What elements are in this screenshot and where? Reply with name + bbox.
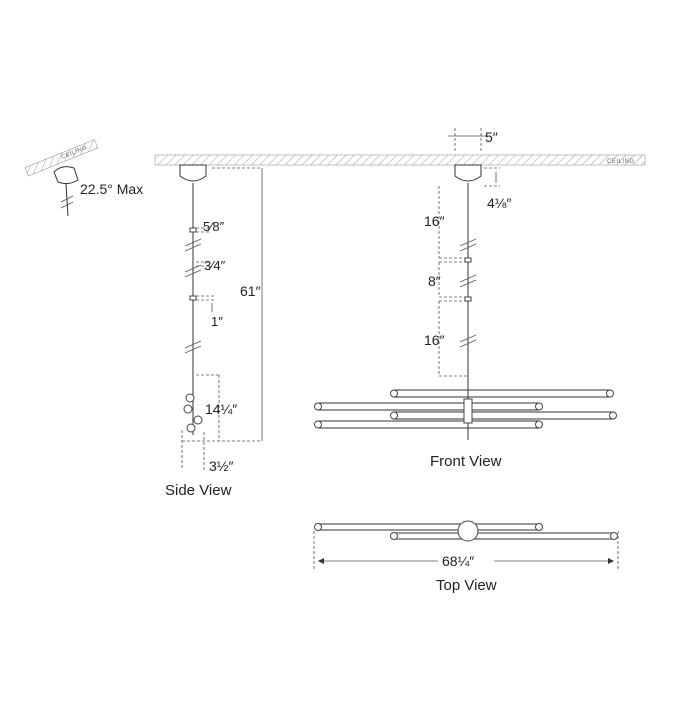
- front-bar-end: [606, 389, 614, 398]
- front-dim-rod-top: 16″: [424, 213, 445, 229]
- tilt-rod: [65, 183, 69, 217]
- side-canopy: [179, 164, 207, 182]
- front-coupler: [464, 296, 472, 302]
- side-break-mark: [184, 269, 202, 278]
- top-dim-arrow: [318, 558, 324, 564]
- front-break-mark: [459, 334, 477, 343]
- front-break-mark: [459, 243, 477, 252]
- side-dim-gap-c: 1″: [211, 314, 223, 329]
- front-dim-rod-bottom: 16″: [424, 332, 445, 348]
- front-coupler: [464, 257, 472, 263]
- ceiling-hatch: [154, 154, 646, 166]
- side-view-title: Side View: [165, 482, 232, 499]
- front-break-mark: [459, 238, 477, 247]
- front-break-mark: [459, 279, 477, 288]
- side-coupler: [189, 227, 197, 233]
- front-dim-canopy-diameter: 5″: [485, 129, 498, 145]
- top-bar-end: [610, 532, 618, 540]
- side-break-mark: [184, 345, 202, 354]
- top-canopy: [457, 520, 479, 542]
- front-canopy: [454, 164, 482, 182]
- side-dim-gap-b: 3⁄4″: [204, 258, 226, 273]
- side-view: 5⁄8″ 3⁄4″ 1″ 14¼″ 3½″ 61″ Side View: [165, 164, 263, 499]
- front-bar-end: [390, 411, 398, 420]
- side-dim-fixture-height: 14¼″: [205, 401, 237, 417]
- top-dim-overall-width: 68¼″: [442, 553, 474, 569]
- tilt-break-mark-b: [60, 201, 74, 209]
- top-bar-end: [390, 532, 398, 540]
- side-bar-end: [183, 404, 193, 414]
- side-break-mark: [184, 238, 202, 247]
- front-view: 5″ 4⅛″ 16″ 8″ 16″: [314, 128, 617, 470]
- front-bar-end: [535, 420, 543, 429]
- side-coupler: [189, 295, 197, 301]
- side-bar-end: [193, 415, 203, 425]
- ceiling-label: CEILING: [607, 159, 635, 165]
- side-bar-end: [186, 423, 196, 433]
- tilt-break-mark-a: [60, 195, 74, 203]
- front-break-mark: [459, 274, 477, 283]
- top-bar-end: [535, 523, 543, 531]
- side-dim-fixture-depth: 3½″: [209, 458, 233, 474]
- side-break-mark: [184, 340, 202, 349]
- side-break-mark: [184, 243, 202, 252]
- front-dim-canopy-height: 4⅛″: [487, 195, 511, 211]
- top-bar-end: [314, 523, 322, 531]
- front-dim-rod-mid: 8″: [428, 273, 441, 289]
- front-bar-end: [314, 402, 322, 411]
- side-dim-overall-height: 61″: [240, 283, 261, 299]
- side-dim-gap-a: 5⁄8″: [203, 219, 225, 234]
- tilt-detail: CEILING 22.5° Max: [24, 139, 143, 217]
- front-break-mark: [459, 339, 477, 348]
- sloped-ceiling-hatch: [24, 139, 99, 177]
- top-view-title: Top View: [436, 577, 497, 594]
- front-bar-end: [390, 389, 398, 398]
- tilt-canopy: [53, 166, 79, 185]
- tilt-max-label: 22.5° Max: [80, 181, 143, 197]
- front-hub: [463, 398, 473, 424]
- front-bar-end: [609, 411, 617, 420]
- front-bar-end: [314, 420, 322, 429]
- side-bar-end: [185, 393, 195, 403]
- front-bar-end: [535, 402, 543, 411]
- top-dim-label-bg: [438, 552, 494, 568]
- top-dim-arrow: [608, 558, 614, 564]
- front-view-title: Front View: [430, 453, 502, 470]
- top-view: 68¼″ Top View: [313, 520, 619, 594]
- ceiling: CEILING: [154, 154, 646, 166]
